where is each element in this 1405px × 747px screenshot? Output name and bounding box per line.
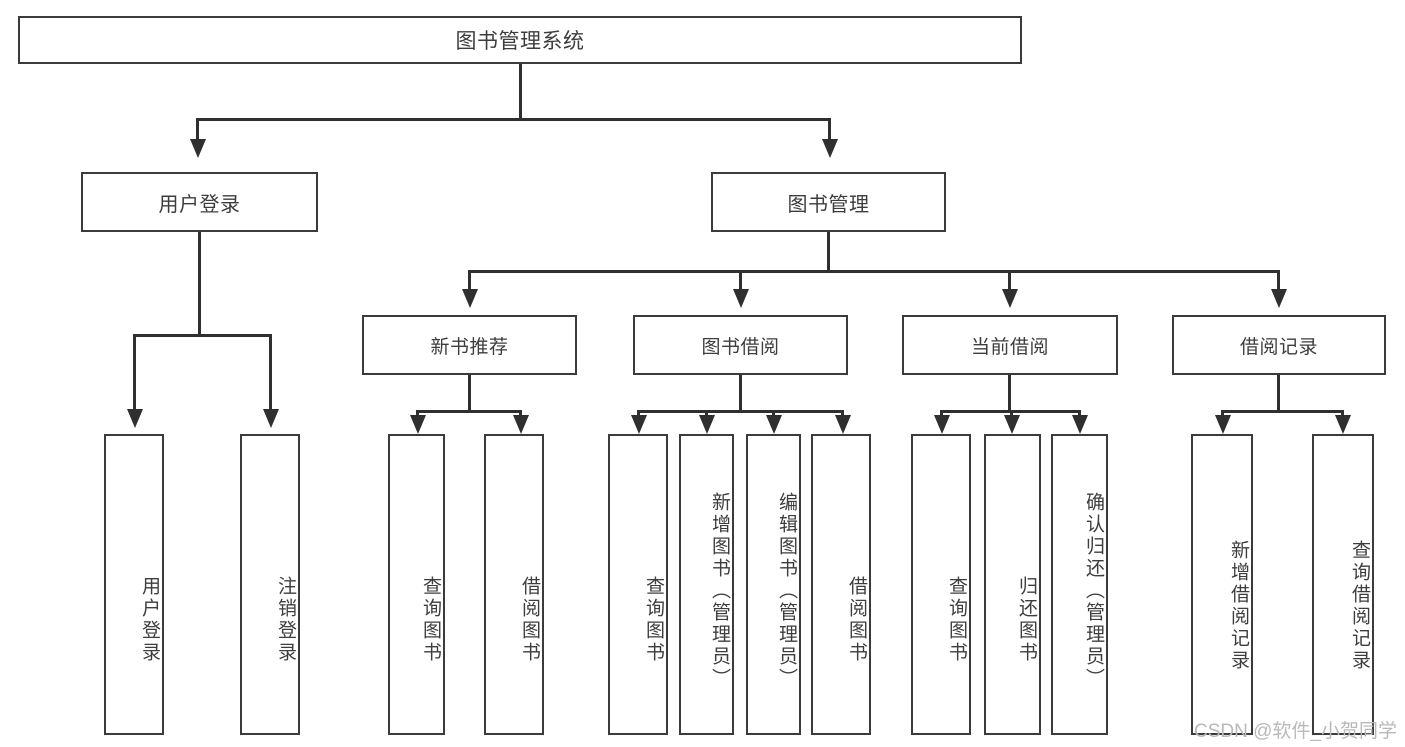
connector-user-login-to-leaf-2 [269, 334, 272, 410]
arrow-root-to-book-management [822, 139, 838, 158]
connector-book-borrow-to-leaf-2 [705, 410, 708, 418]
connector-borrow-record-stem [1277, 375, 1280, 411]
arrow-book-borrow-to-leaf-3 [766, 415, 782, 434]
arrow-book-borrow-to-leaf-2 [699, 415, 715, 434]
connector-current-borrow-to-leaf-1 [940, 410, 943, 418]
arrow-current-borrow-to-leaf-2 [1004, 415, 1020, 434]
leaf-current-borrow-return-books[interactable]: 归还图书 [984, 434, 1041, 735]
connector-new-book-to-leaf-2 [519, 410, 522, 418]
arrow-book-borrow-to-leaf-4 [835, 415, 851, 434]
connector-borrow-record-to-leaf-1 [1221, 410, 1224, 418]
node-new-book-recommend[interactable]: 新书推荐 [362, 315, 577, 375]
connector-root-to-book-management [828, 118, 831, 140]
leaf-book-borrow-query-books[interactable]: 查询图书 [608, 434, 668, 735]
leaf-new-book-query-books[interactable]: 查询图书 [388, 434, 445, 735]
connector-user-login-stem [198, 232, 201, 334]
node-root-book-management-system[interactable]: 图书管理系统 [18, 16, 1022, 64]
connector-user-login-to-leaf-1 [133, 334, 136, 410]
connector-current-borrow-to-leaf-3 [1078, 410, 1081, 418]
leaf-user-login-logout[interactable]: 注销登录 [240, 434, 300, 735]
connector-root-bar [196, 118, 830, 121]
connector-new-book-bar [416, 410, 522, 413]
leaf-borrow-record-add-record[interactable]: 新增借阅记录 [1191, 434, 1253, 735]
node-borrow-record[interactable]: 借阅记录 [1172, 315, 1386, 375]
arrow-current-borrow-to-leaf-3 [1072, 415, 1088, 434]
node-book-borrow[interactable]: 图书借阅 [633, 315, 848, 375]
connector-bm-to-new-book [468, 270, 471, 290]
leaf-current-borrow-query-books[interactable]: 查询图书 [911, 434, 971, 735]
arrow-root-to-user-login [190, 139, 206, 158]
connector-current-borrow-to-leaf-2 [1010, 410, 1013, 418]
connector-book-management-stem [827, 232, 830, 271]
node-current-borrow[interactable]: 当前借阅 [902, 315, 1118, 375]
connector-root-to-user-login [196, 118, 199, 140]
arrow-user-login-to-leaf-1 [127, 409, 143, 428]
leaf-new-book-borrow-books[interactable]: 借阅图书 [484, 434, 544, 735]
connector-book-borrow-stem [739, 375, 742, 411]
leaf-borrow-record-query-record[interactable]: 查询借阅记录 [1312, 434, 1374, 735]
arrow-borrow-record-to-leaf-2 [1335, 415, 1351, 434]
connector-book-management-bar [468, 270, 1280, 273]
connector-new-book-stem [468, 375, 471, 411]
leaf-user-login-login[interactable]: 用户登录 [104, 434, 164, 735]
connector-book-borrow-to-leaf-3 [772, 410, 775, 418]
arrow-bm-to-book-borrow [733, 289, 749, 308]
arrow-bm-to-new-book [462, 289, 478, 308]
leaf-current-borrow-confirm-return-admin[interactable]: 确认归还（管理员） [1051, 434, 1108, 735]
arrow-borrow-record-to-leaf-1 [1215, 415, 1231, 434]
connector-borrow-record-to-leaf-2 [1341, 410, 1344, 418]
node-book-management[interactable]: 图书管理 [711, 172, 946, 232]
connector-book-borrow-to-leaf-1 [637, 410, 640, 418]
connector-new-book-to-leaf-1 [416, 410, 419, 418]
connector-bm-to-book-borrow [739, 270, 742, 290]
connector-borrow-record-bar [1221, 410, 1343, 413]
leaf-book-borrow-borrow-books[interactable]: 借阅图书 [811, 434, 871, 735]
arrow-current-borrow-to-leaf-1 [934, 415, 950, 434]
arrow-book-borrow-to-leaf-1 [631, 415, 647, 434]
arrow-new-book-to-leaf-1 [410, 415, 426, 434]
connector-book-borrow-to-leaf-4 [841, 410, 844, 418]
leaf-book-borrow-edit-book-admin[interactable]: 编辑图书（管理员） [746, 434, 801, 735]
node-user-login[interactable]: 用户登录 [81, 172, 318, 232]
connector-current-borrow-stem [1008, 375, 1011, 411]
connector-book-borrow-bar [637, 410, 844, 413]
arrow-bm-to-borrow-record [1271, 289, 1287, 308]
connector-bm-to-borrow-record [1277, 270, 1280, 290]
arrow-new-book-to-leaf-2 [513, 415, 529, 434]
arrow-user-login-to-leaf-2 [263, 409, 279, 428]
connector-root-stem [519, 64, 522, 118]
connector-user-login-bar [133, 334, 270, 337]
leaf-book-borrow-add-book-admin[interactable]: 新增图书（管理员） [679, 434, 734, 735]
arrow-bm-to-current-borrow [1002, 289, 1018, 308]
connector-bm-to-current-borrow [1008, 270, 1011, 290]
